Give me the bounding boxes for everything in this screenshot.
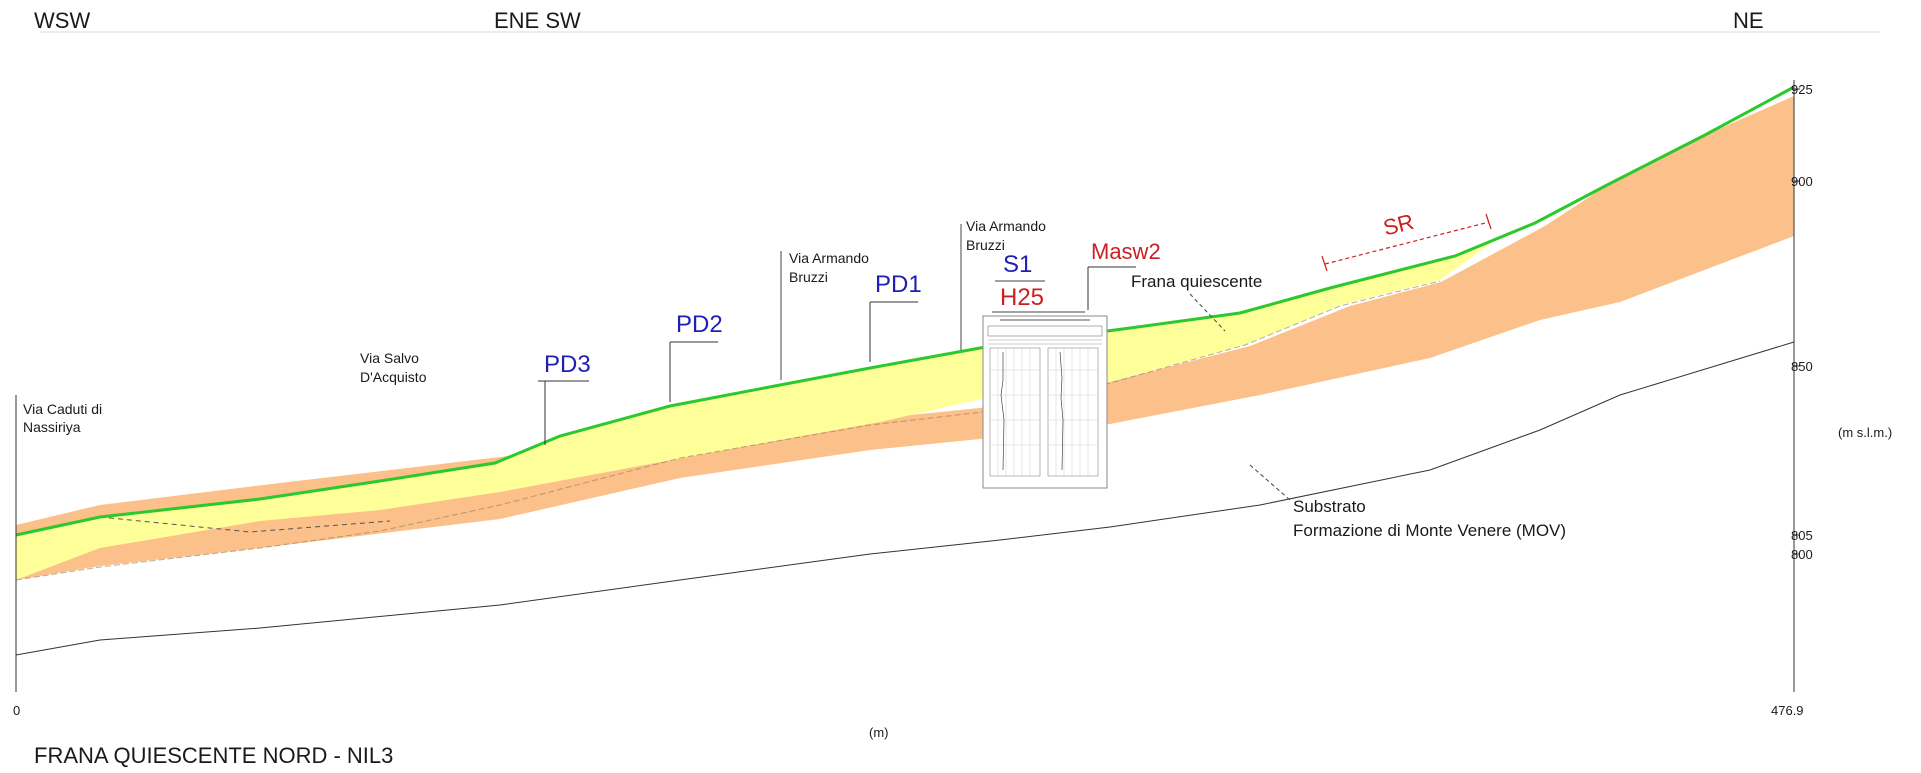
landslide-body xyxy=(16,223,1535,580)
landslide-base-dashed xyxy=(15,280,1441,581)
probe-pd1-label: PD1 xyxy=(875,271,922,298)
street-via-salvo-line2: D'Acquisto xyxy=(360,369,427,385)
borehole-log-sheet xyxy=(982,315,1108,489)
probe-s1-label: S1 xyxy=(1003,251,1032,278)
substrate-bottom-boundary xyxy=(15,341,1795,656)
probe-pd3-label: PD3 xyxy=(544,351,591,378)
x-start-label: 0 xyxy=(13,703,20,718)
sr-label: SR xyxy=(1381,209,1417,241)
y-tick-label-850: 850 xyxy=(1791,359,1813,374)
probe-pd3-leader xyxy=(538,380,589,445)
borehole-log-grid-right xyxy=(1048,348,1098,476)
probe-masw2-label: Masw2 xyxy=(1091,239,1161,264)
distance-unit-label: (m) xyxy=(869,725,889,740)
y-tick-label-900: 900 xyxy=(1791,174,1813,189)
elevation-unit-label: (m s.l.m.) xyxy=(1838,425,1892,440)
sr-line-group: SR xyxy=(1321,209,1492,272)
frana-quiescente-label: Frana quiescente xyxy=(1131,272,1262,291)
sr-end-left xyxy=(1321,255,1328,272)
street-via-armando-b-line2: Bruzzi xyxy=(966,237,1005,253)
borehole-log-paper xyxy=(982,315,1108,489)
probe-masw2-leader xyxy=(1087,266,1136,310)
direction-right-label: NE xyxy=(1733,8,1764,33)
landslide-dashed-line xyxy=(99,516,391,533)
street-via-armando-a-line2: Bruzzi xyxy=(789,269,828,285)
frana-quiescente-leader xyxy=(1189,293,1226,332)
sr-end-right xyxy=(1485,213,1492,230)
probe-pd2-label: PD2 xyxy=(676,311,723,338)
street-via-armando-b-line1: Via Armando xyxy=(966,218,1046,234)
borehole-log-header xyxy=(987,325,1103,337)
borehole-log-graph-left xyxy=(989,347,1041,477)
direction-left-label: WSW xyxy=(34,8,90,33)
ground-surface-line xyxy=(15,85,1795,537)
borehole-log-grid-left xyxy=(990,348,1040,476)
x-end-label: 476.9 xyxy=(1771,703,1804,718)
sr-dashed-line xyxy=(1324,221,1490,265)
probe-h25-label: H25 xyxy=(1000,284,1044,311)
street-via-caduti-line1: Via Caduti di xyxy=(23,401,102,417)
borehole-log-curve-left xyxy=(1000,352,1005,471)
direction-middle-label: ENE SW xyxy=(494,8,581,33)
street-via-armando-a-line1: Via Armando xyxy=(789,250,869,266)
probe-pd1-leader xyxy=(869,301,918,362)
street-via-caduti-line2: Nassiriya xyxy=(23,419,81,435)
street-via-salvo-line1: Via Salvo xyxy=(360,350,419,366)
section-title: FRANA QUIESCENTE NORD - NIL3 xyxy=(34,743,393,768)
substrato-label-line2: Formazione di Monte Venere (MOV) xyxy=(1293,521,1566,540)
probe-pd2-leader xyxy=(669,341,718,402)
borehole-log-curve-right xyxy=(1059,351,1064,471)
y-tick-label-805: 805 xyxy=(1791,528,1813,543)
y-tick-label-800: 800 xyxy=(1791,547,1813,562)
y-tick-label-925: 925 xyxy=(1791,82,1813,97)
substrato-leader xyxy=(1249,464,1291,501)
borehole-log-graph-right xyxy=(1047,347,1099,477)
substrato-label-line1: Substrato xyxy=(1293,497,1366,516)
